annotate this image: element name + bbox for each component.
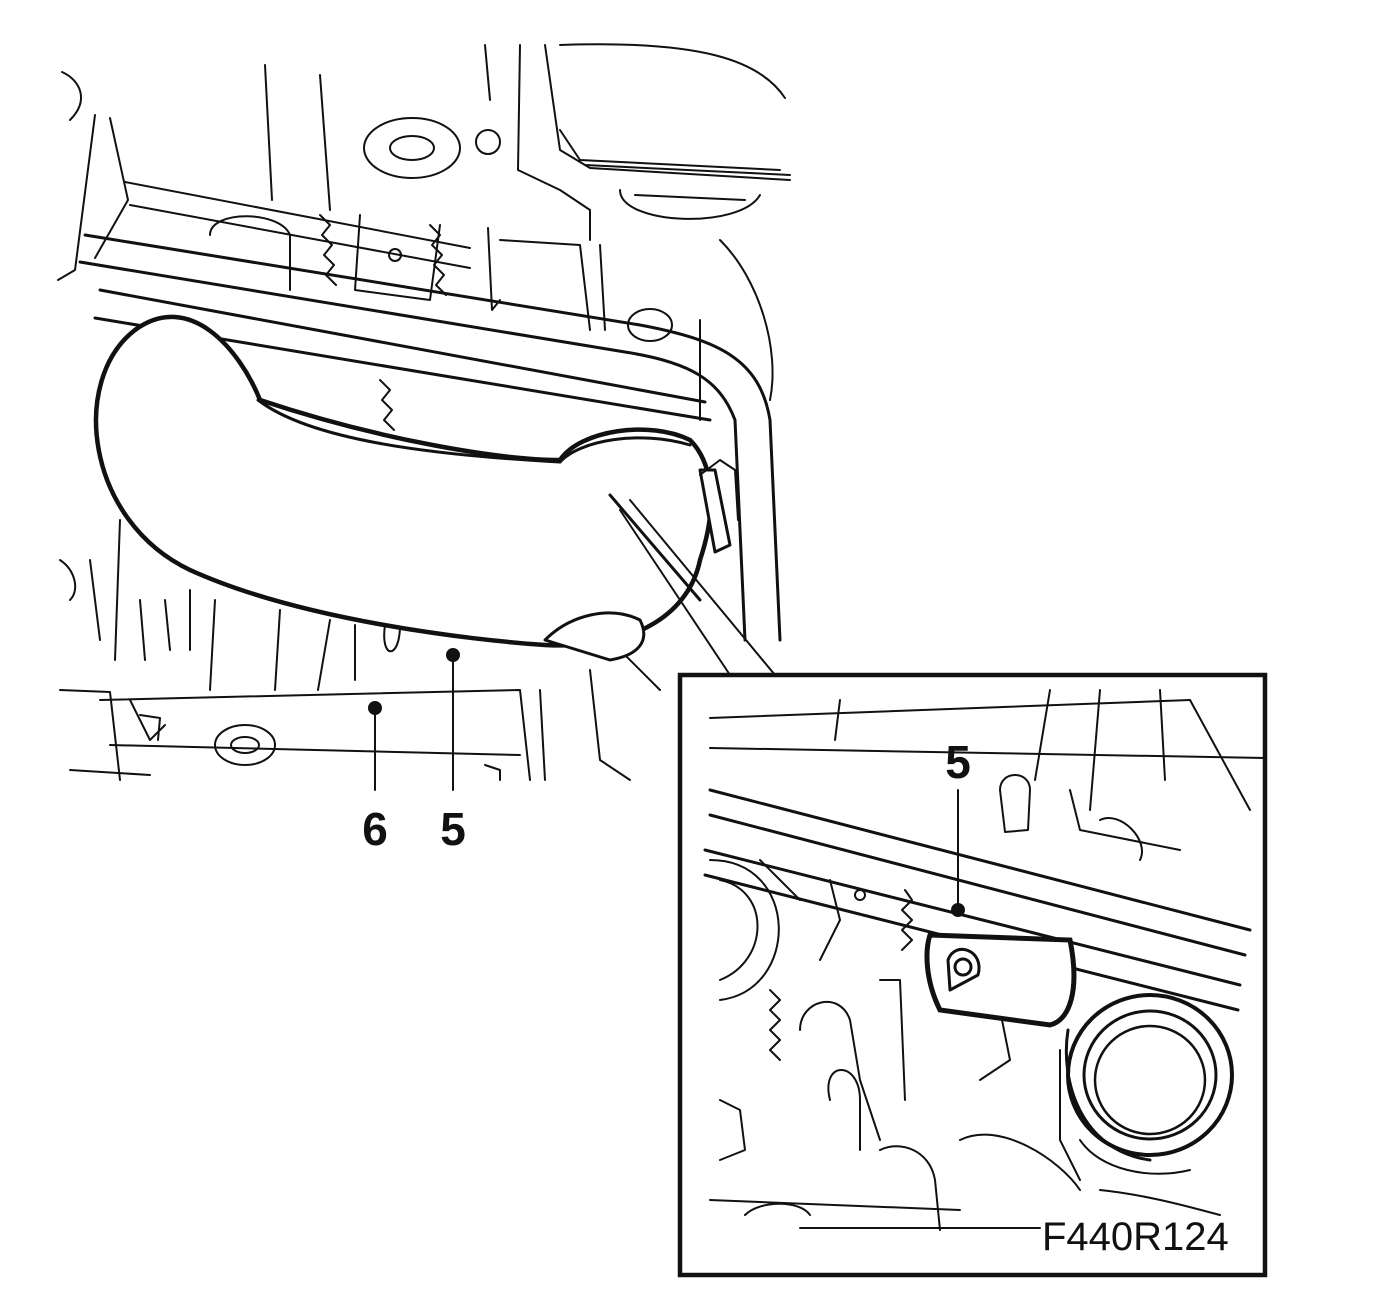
leader-dot-5 — [446, 648, 460, 662]
leader-dot-6 — [368, 701, 382, 715]
crossbar-tube — [78, 233, 782, 642]
inset-structure-lines — [709, 689, 1266, 1231]
main-leader-lines — [368, 648, 460, 791]
inset-callout-label-5: 5 — [945, 736, 971, 788]
inset-hose-end — [1064, 993, 1234, 1175]
callout-label-6: 6 — [362, 803, 388, 855]
engine-structure-lines — [57, 43, 791, 781]
zoom-leader-lines — [619, 499, 776, 676]
intake-elbow-hose — [93, 314, 739, 662]
callout-label-5: 5 — [440, 803, 466, 855]
inset-clip-part — [924, 932, 1077, 1028]
inset-leader-dot — [951, 903, 965, 917]
detail-inset: 5 F440R124 — [677, 672, 1268, 1278]
figure-code: F440R124 — [1042, 1215, 1229, 1259]
main-view: 6 5 — [57, 43, 791, 855]
